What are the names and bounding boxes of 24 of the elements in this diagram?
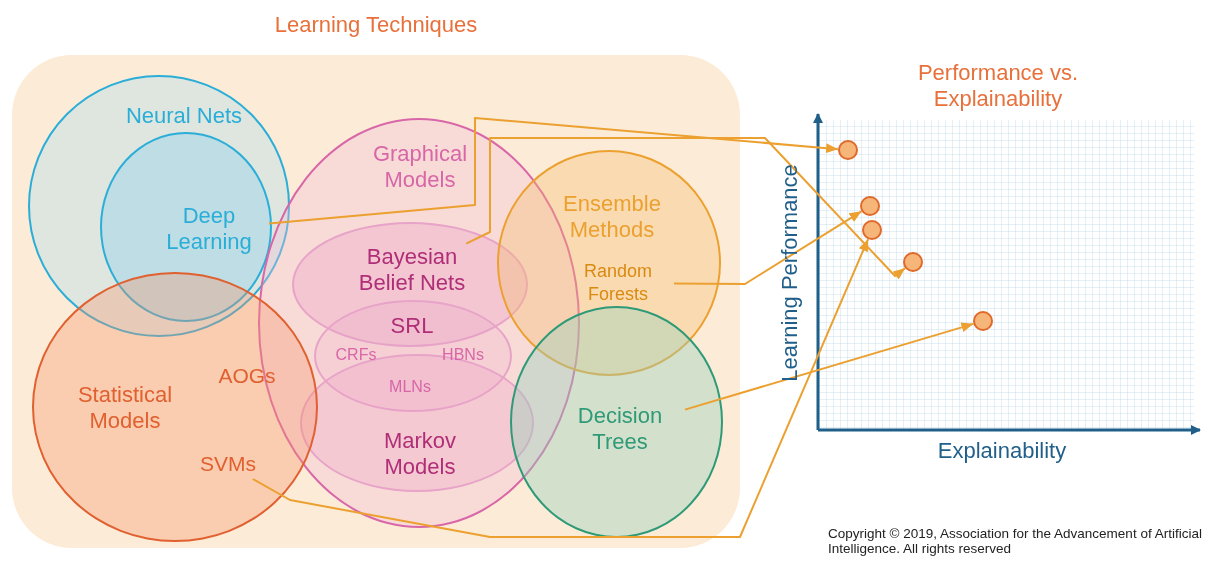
arrow xyxy=(673,210,863,285)
technique-label: MLNs xyxy=(388,378,432,396)
technique-label: CRFs xyxy=(334,346,378,364)
copyright-note: Copyright © 2019, Association for the Advancement of Artificial Intelligence. All rights reserved xyxy=(828,526,1203,556)
set-label: SRL xyxy=(389,312,435,340)
set-label: Ensemble Methods xyxy=(562,190,662,244)
arrow xyxy=(465,137,907,280)
axis-title: Learning Performance xyxy=(777,163,803,384)
set-label: Markov Models xyxy=(382,427,458,481)
arrow xyxy=(268,117,840,225)
technique-label: SVMs xyxy=(197,451,259,479)
set-label: Deep Learning xyxy=(165,202,253,256)
axis-title: Explainability xyxy=(936,438,1068,464)
set-label: Bayesian Belief Nets xyxy=(357,243,467,297)
arrow xyxy=(251,238,870,538)
set-label: Neural Nets xyxy=(124,102,244,130)
technique-label: HBNs xyxy=(441,346,485,364)
set-label: Decision Trees xyxy=(576,402,664,456)
set-label: Statistical Models xyxy=(76,381,174,435)
technique-label: Random Forests xyxy=(562,260,674,306)
set-label: Graphical Models xyxy=(371,140,469,194)
chart-title: Performance vs. Explainability xyxy=(916,60,1080,112)
arrow xyxy=(684,322,975,411)
group-title: Learning Techniques xyxy=(273,11,479,39)
